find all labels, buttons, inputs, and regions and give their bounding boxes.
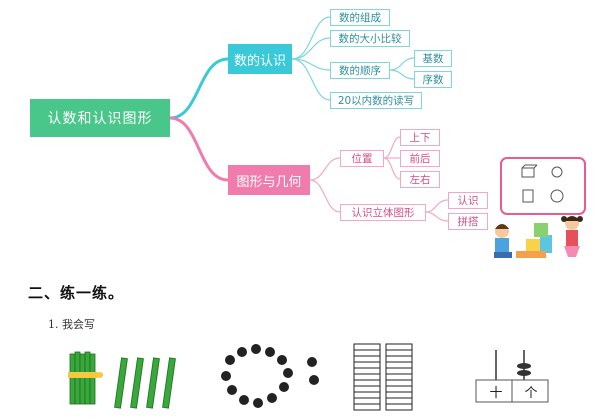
children-building-blocks-illustration [494,216,583,258]
leaf-up-down: 上下 [400,129,440,146]
leaf-position: 位置 [340,150,384,167]
abacus-illustration [475,350,549,403]
solid-shapes-frame [500,157,586,215]
leaf-read-write-20: 20以内数的读写 [330,92,422,109]
counting-sticks-illustration [68,351,176,409]
branch-number-recognition: 数的认识 [228,44,292,74]
section-title: 二、练一练。 [28,284,125,302]
solid-shapes-icons [521,164,564,203]
leaf-ordinal: 序数 [414,71,452,88]
leaf-number-order: 数的顺序 [330,62,390,79]
leaf-number-comparison: 数的大小比较 [330,30,410,47]
leaf-build: 拼搭 [448,213,488,230]
abacus-ones-label: 个 [524,386,538,401]
leaf-cardinal: 基数 [414,50,452,67]
abacus-tens-label: 十 [489,386,503,401]
mindmap-connectors [169,16,449,222]
leaf-left-right: 左右 [400,171,440,188]
leaf-number-composition: 数的组成 [330,9,390,26]
leaf-recognize: 认识 [448,192,488,209]
leaf-solid-figures: 认识立体图形 [340,204,426,221]
question-label: 1. 我会写 [48,318,95,331]
mindmap-root: 认数和认识图形 [30,99,170,137]
beads-ring-illustration [221,344,319,408]
tally-bundles-illustration [353,343,413,411]
leaf-front-back: 前后 [400,150,440,167]
branch-shapes-geometry: 图形与几何 [228,165,310,195]
